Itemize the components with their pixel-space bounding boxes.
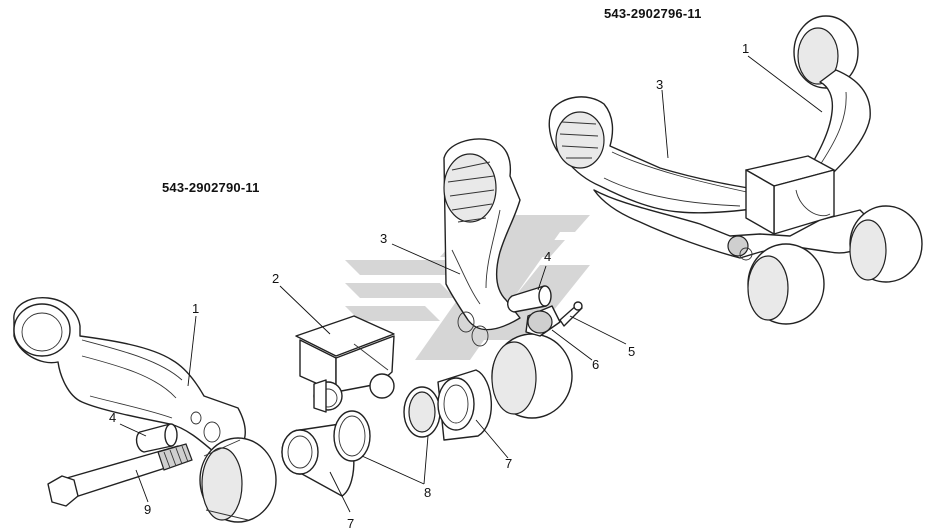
cotter-pin [559, 301, 583, 327]
right-ring [403, 386, 441, 438]
callout-5: 5 [628, 344, 636, 359]
callout-1-right: 1 [742, 41, 750, 56]
callout-7-right: 7 [505, 456, 513, 471]
left-ring [333, 410, 371, 462]
callout-4-left: 4 [109, 410, 117, 425]
callout-7-left: 7 [347, 516, 355, 531]
right-bushing [437, 369, 492, 441]
left-swing-arm [443, 138, 521, 347]
callout-2: 2 [272, 271, 280, 286]
leader-lines [119, 55, 823, 513]
right-assembly-code: 543-2902796-11 [604, 6, 702, 21]
right-assembly [548, 15, 923, 325]
callout-3-left: 3 [380, 231, 388, 246]
callout-9: 9 [144, 502, 152, 517]
callout-3-right: 3 [656, 77, 664, 92]
bracket [295, 315, 395, 413]
left-lever-arm [13, 297, 277, 523]
left-pin [135, 423, 178, 453]
callout-8: 8 [424, 485, 432, 500]
center-bushing [491, 333, 573, 419]
left-bushing [281, 423, 355, 497]
callout-4-mid: 4 [544, 249, 552, 264]
callout-1-left: 1 [192, 301, 200, 316]
left-assembly-code: 543-2902790-11 [162, 180, 260, 195]
castle-nut [525, 305, 561, 337]
mid-pin [507, 285, 552, 313]
bolt [47, 443, 193, 507]
callout-6: 6 [592, 357, 600, 372]
